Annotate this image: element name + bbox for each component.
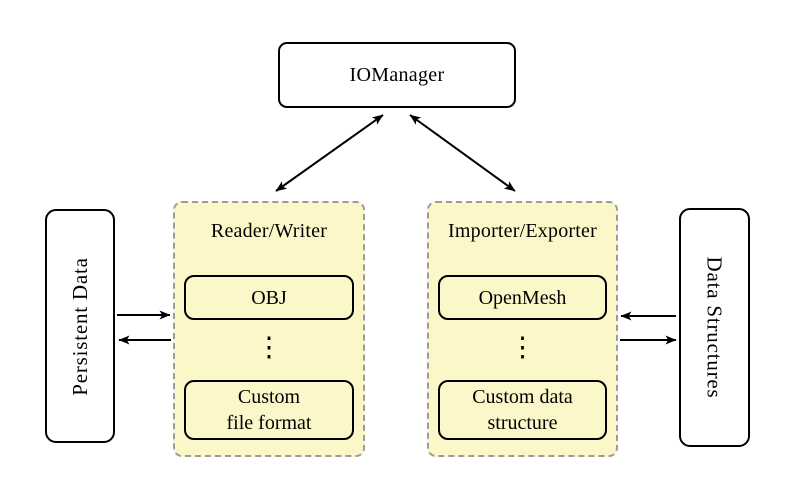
arrow-iomanager-importer-exporter <box>409 114 516 192</box>
openmesh-label: OpenMesh <box>478 286 567 309</box>
custom-data-structure-line2: structure <box>487 412 558 434</box>
data-structures-label: Data Structures <box>703 256 728 399</box>
obj-label: OBJ <box>251 286 287 309</box>
reader-writer-ellipsis: ⋮ <box>255 332 283 362</box>
openmesh-node: OpenMesh <box>438 275 607 320</box>
custom-data-structure-node: Custom data structure <box>438 380 607 440</box>
data-structures-node: Data Structures <box>679 208 750 447</box>
custom-file-format-node: Custom file format <box>184 380 354 440</box>
iomanager-node: IOManager <box>278 42 516 108</box>
arrow-iomanager-reader-writer <box>275 114 384 192</box>
reader-writer-group: Reader/Writer OBJ ⋮ Custom file format <box>173 201 365 457</box>
importer-exporter-title: Importer/Exporter <box>448 220 597 242</box>
custom-data-structure-line1: Custom data <box>472 386 573 408</box>
iomanager-label: IOManager <box>349 63 445 86</box>
custom-file-format-line1: Custom <box>237 386 301 408</box>
obj-node: OBJ <box>184 275 354 320</box>
reader-writer-title: Reader/Writer <box>210 220 328 242</box>
persistent-data-node: Persistent Data <box>45 209 115 443</box>
importer-exporter-group: Importer/Exporter OpenMesh ⋮ Custom data… <box>427 201 618 457</box>
importer-exporter-ellipsis: ⋮ <box>509 332 536 362</box>
persistent-data-label: Persistent Data <box>67 256 92 396</box>
custom-file-format-line2: file format <box>226 412 312 434</box>
